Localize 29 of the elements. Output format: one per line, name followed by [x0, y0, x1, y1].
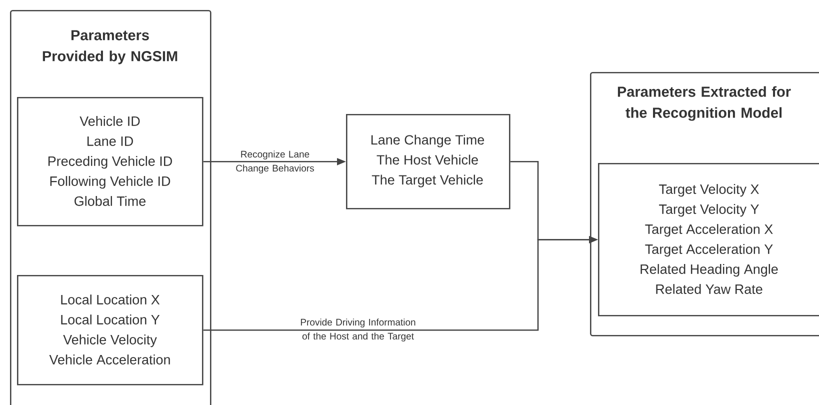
item-list: Target Velocity X Target Velocity Y Target Acceleration X Target Acceleration Y Related Heading Angle Related Yaw Rate	[640, 184, 778, 294]
edge-label: Recognize Lane Change Behaviors	[236, 150, 314, 174]
group-box	[590, 72, 819, 336]
node-label: Preceding Vehicle ID	[48, 156, 172, 169]
parameter-box	[17, 275, 204, 386]
edge-label: Provide Driving Information of the Host and the Target	[300, 318, 416, 342]
node-label: Related Heading Angle	[640, 264, 778, 277]
node-label: Local Location Y	[61, 314, 160, 324]
node-label: Global Time	[74, 196, 146, 206]
node-label: Related Yaw Rate	[656, 284, 762, 294]
node-label: Vehicle Acceleration	[49, 354, 170, 364]
node-label: Target Velocity Y	[659, 204, 759, 217]
node-label: Target Acceleration Y	[645, 244, 773, 257]
item-list: Vehicle ID Lane ID Preceding Vehicle ID Following Vehicle ID Global Time	[48, 116, 172, 206]
node-label: Vehicle ID	[80, 116, 140, 126]
node-label: Following Vehicle ID	[50, 176, 170, 189]
node-label: Vehicle Velocity	[63, 334, 157, 348]
parameter-box	[598, 163, 819, 316]
node-label: Target Velocity X	[659, 184, 759, 197]
heading: Parameters Provided by NGSIM	[42, 30, 178, 64]
parameter-box	[346, 114, 510, 210]
heading: Parameters Extracted for the Recognition Model	[618, 86, 791, 121]
node-label: Target Acceleration X	[645, 224, 773, 237]
group-box	[10, 10, 212, 405]
item-list: Local Location X Local Location Y Vehicle Velocity Vehicle Acceleration	[49, 294, 170, 364]
node-label: Local Location X	[61, 294, 160, 304]
parameter-box	[17, 97, 204, 226]
node-label: Lane ID	[87, 136, 133, 146]
item-list: Lane Change Time The Host Vehicle The Target Vehicle	[371, 134, 484, 188]
